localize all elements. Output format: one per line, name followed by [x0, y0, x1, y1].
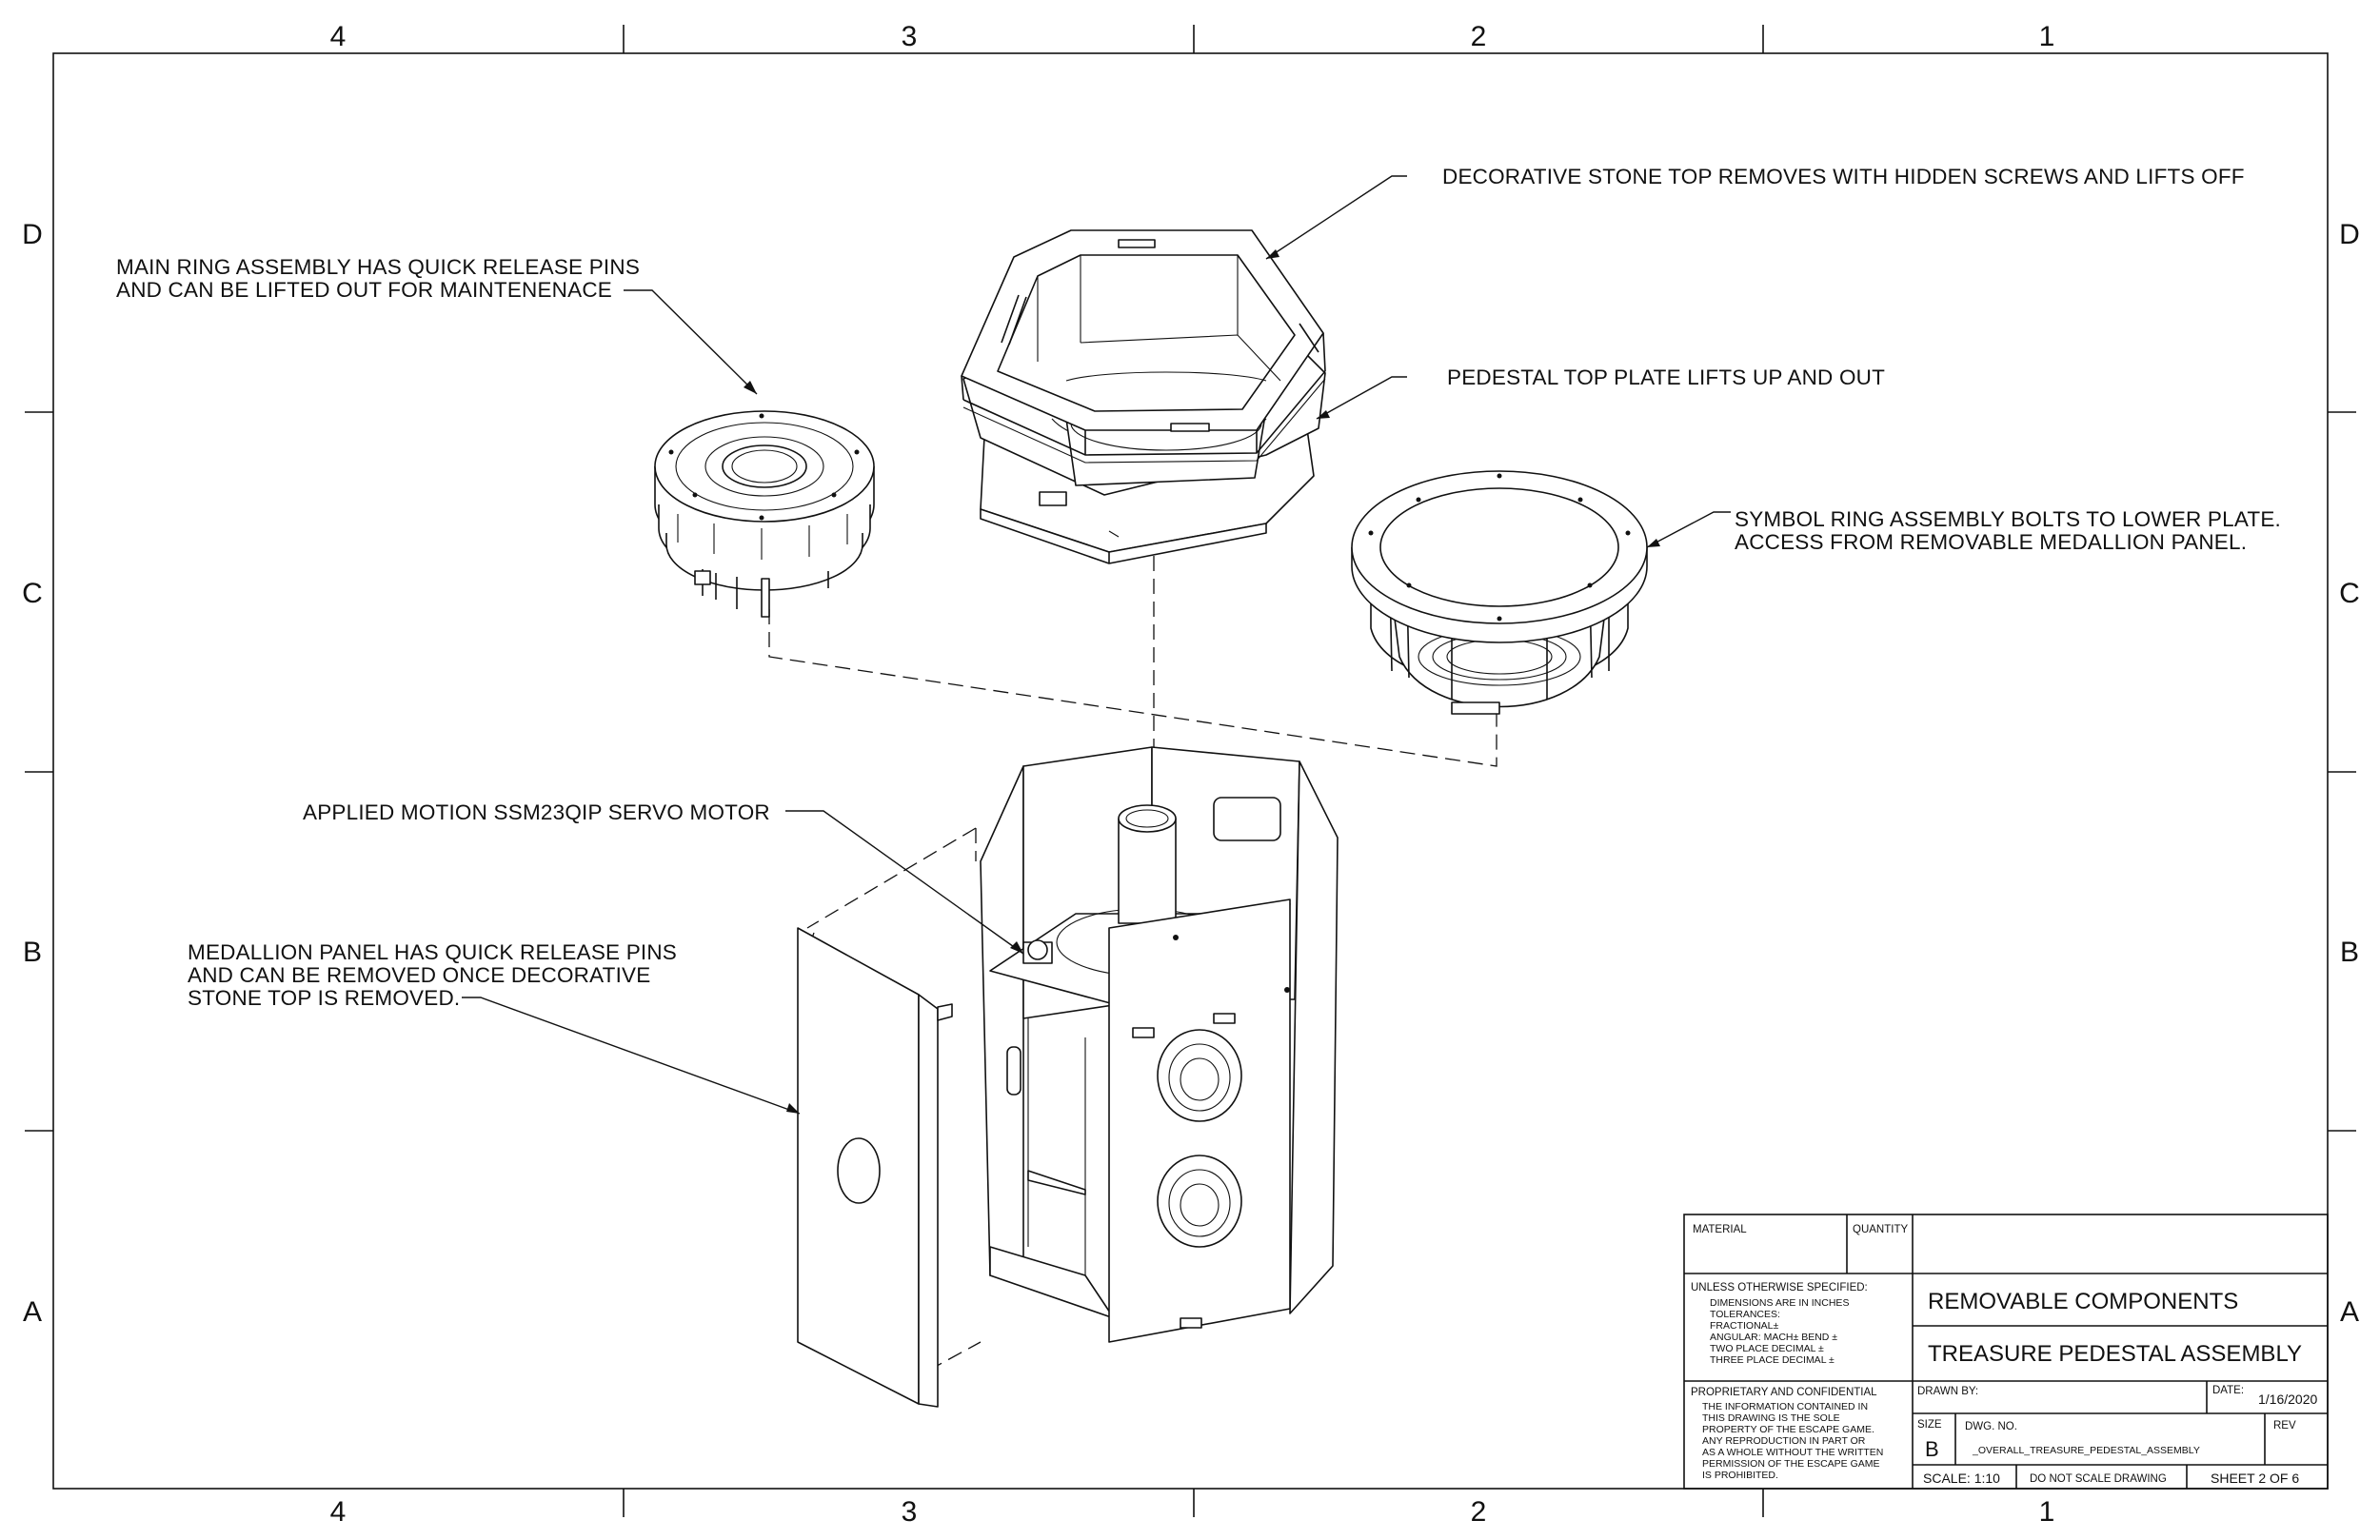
- note-medallion-line2: AND CAN BE REMOVED ONCE DECORATIVE: [188, 963, 650, 987]
- zone-col-top-3: 3: [902, 21, 918, 52]
- tb-tolerance-line2: TOLERANCES:: [1710, 1309, 1780, 1320]
- main-ring-assembly: [654, 410, 875, 618]
- leader-lines: [462, 175, 1731, 1115]
- zone-col-bottom-1: 1: [2039, 1496, 2055, 1528]
- tb-scale: SCALE: 1:10: [1923, 1471, 2000, 1486]
- tb-proprietary-line2: THIS DRAWING IS THE SOLE: [1702, 1412, 1840, 1424]
- tb-tolerance-line5: TWO PLACE DECIMAL ±: [1710, 1343, 1824, 1354]
- zone-labels: 4 3 2 1 4 3 2 1 D C B A D C B A: [22, 21, 2360, 1528]
- pedestal-body: [980, 746, 1339, 1343]
- tb-proprietary-line1: THE INFORMATION CONTAINED IN: [1702, 1401, 1868, 1412]
- tb-tolerance-line1: DIMENSIONS ARE IN INCHES: [1710, 1297, 1849, 1309]
- tb-do-not-scale: DO NOT SCALE DRAWING: [2030, 1473, 2167, 1485]
- zone-row-left-a: A: [23, 1296, 42, 1328]
- tb-quantity-label: QUANTITY: [1853, 1224, 1908, 1235]
- tb-date-value: 1/16/2020: [2258, 1392, 2317, 1407]
- note-servo-motor: APPLIED MOTION SSM23QIP SERVO MOTOR: [303, 800, 770, 824]
- tb-proprietary-line5: AS A WHOLE WITHOUT THE WRITTEN: [1702, 1447, 1883, 1458]
- tb-size-label: SIZE: [1917, 1419, 1942, 1431]
- decorative-stone-top: [961, 229, 1326, 496]
- tb-title-line2: TREASURE PEDESTAL ASSEMBLY: [1928, 1341, 2302, 1367]
- tb-size-value: B: [1925, 1437, 1939, 1461]
- symbol-ring-assembly: [1351, 470, 1648, 715]
- tb-proprietary-line4: ANY REPRODUCTION IN PART OR: [1702, 1435, 1866, 1447]
- title-block: MATERIAL QUANTITY UNLESS OTHERWISE SPECI…: [1683, 1214, 2329, 1490]
- note-top-plate: PEDESTAL TOP PLATE LIFTS UP AND OUT: [1447, 365, 1885, 389]
- note-main-ring-line2: AND CAN BE LIFTED OUT FOR MAINTENENACE: [116, 278, 612, 302]
- callout-notes: MAIN RING ASSEMBLY HAS QUICK RELEASE PIN…: [116, 165, 2281, 1010]
- tb-tolerance-line3: FRACTIONAL±: [1710, 1320, 1779, 1332]
- zone-col-top-4: 4: [330, 21, 347, 52]
- tb-unless-specified: UNLESS OTHERWISE SPECIFIED:: [1691, 1282, 1868, 1293]
- tb-proprietary-line3: PROPERTY OF THE ESCAPE GAME.: [1702, 1424, 1874, 1435]
- medallion-panel: [797, 927, 953, 1408]
- note-symbol-ring-line2: ACCESS FROM REMOVABLE MEDALLION PANEL.: [1735, 530, 2247, 554]
- tb-dwg-no-label: DWG. NO.: [1965, 1421, 2017, 1432]
- tb-date-label: DATE:: [2212, 1385, 2244, 1396]
- zone-col-top-1: 1: [2039, 21, 2055, 52]
- zone-col-bottom-4: 4: [330, 1496, 347, 1528]
- zone-row-left-d: D: [22, 219, 43, 250]
- note-main-ring-line1: MAIN RING ASSEMBLY HAS QUICK RELEASE PIN…: [116, 255, 640, 279]
- note-stone-top: DECORATIVE STONE TOP REMOVES WITH HIDDEN…: [1442, 165, 2245, 188]
- tb-material-label: MATERIAL: [1693, 1224, 1747, 1235]
- zone-row-right-b: B: [2340, 937, 2359, 968]
- tb-rev-label: REV: [2273, 1420, 2296, 1431]
- zone-row-left-c: C: [22, 578, 43, 609]
- tb-proprietary-heading: PROPRIETARY AND CONFIDENTIAL: [1691, 1387, 1877, 1398]
- tb-title-line1: REMOVABLE COMPONENTS: [1928, 1289, 2238, 1314]
- sheet-border: [25, 25, 2356, 1517]
- zone-row-right-c: C: [2339, 578, 2360, 609]
- tb-proprietary-line7: IS PROHIBITED.: [1702, 1470, 1778, 1481]
- tb-tolerance-line6: THREE PLACE DECIMAL ±: [1710, 1354, 1835, 1366]
- zone-row-right-d: D: [2339, 219, 2360, 250]
- zone-row-left-b: B: [23, 937, 42, 968]
- note-medallion-line3: STONE TOP IS REMOVED.: [188, 986, 460, 1010]
- note-medallion-line1: MEDALLION PANEL HAS QUICK RELEASE PINS: [188, 940, 677, 964]
- zone-col-top-2: 2: [1471, 21, 1487, 52]
- tb-proprietary-line6: PERMISSION OF THE ESCAPE GAME: [1702, 1458, 1880, 1470]
- tb-dwg-no-value: _OVERALL_TREASURE_PEDESTAL_ASSEMBLY: [1972, 1445, 2200, 1456]
- zone-col-bottom-2: 2: [1471, 1496, 1487, 1528]
- tb-tolerance-line4: ANGULAR: MACH± BEND ±: [1710, 1332, 1837, 1343]
- note-symbol-ring-line1: SYMBOL RING ASSEMBLY BOLTS TO LOWER PLAT…: [1735, 507, 2281, 531]
- zone-col-bottom-3: 3: [902, 1496, 918, 1528]
- tb-sheet: SHEET 2 OF 6: [2211, 1471, 2299, 1486]
- zone-row-right-a: A: [2340, 1296, 2359, 1328]
- tb-drawn-by-label: DRAWN BY:: [1917, 1386, 1978, 1397]
